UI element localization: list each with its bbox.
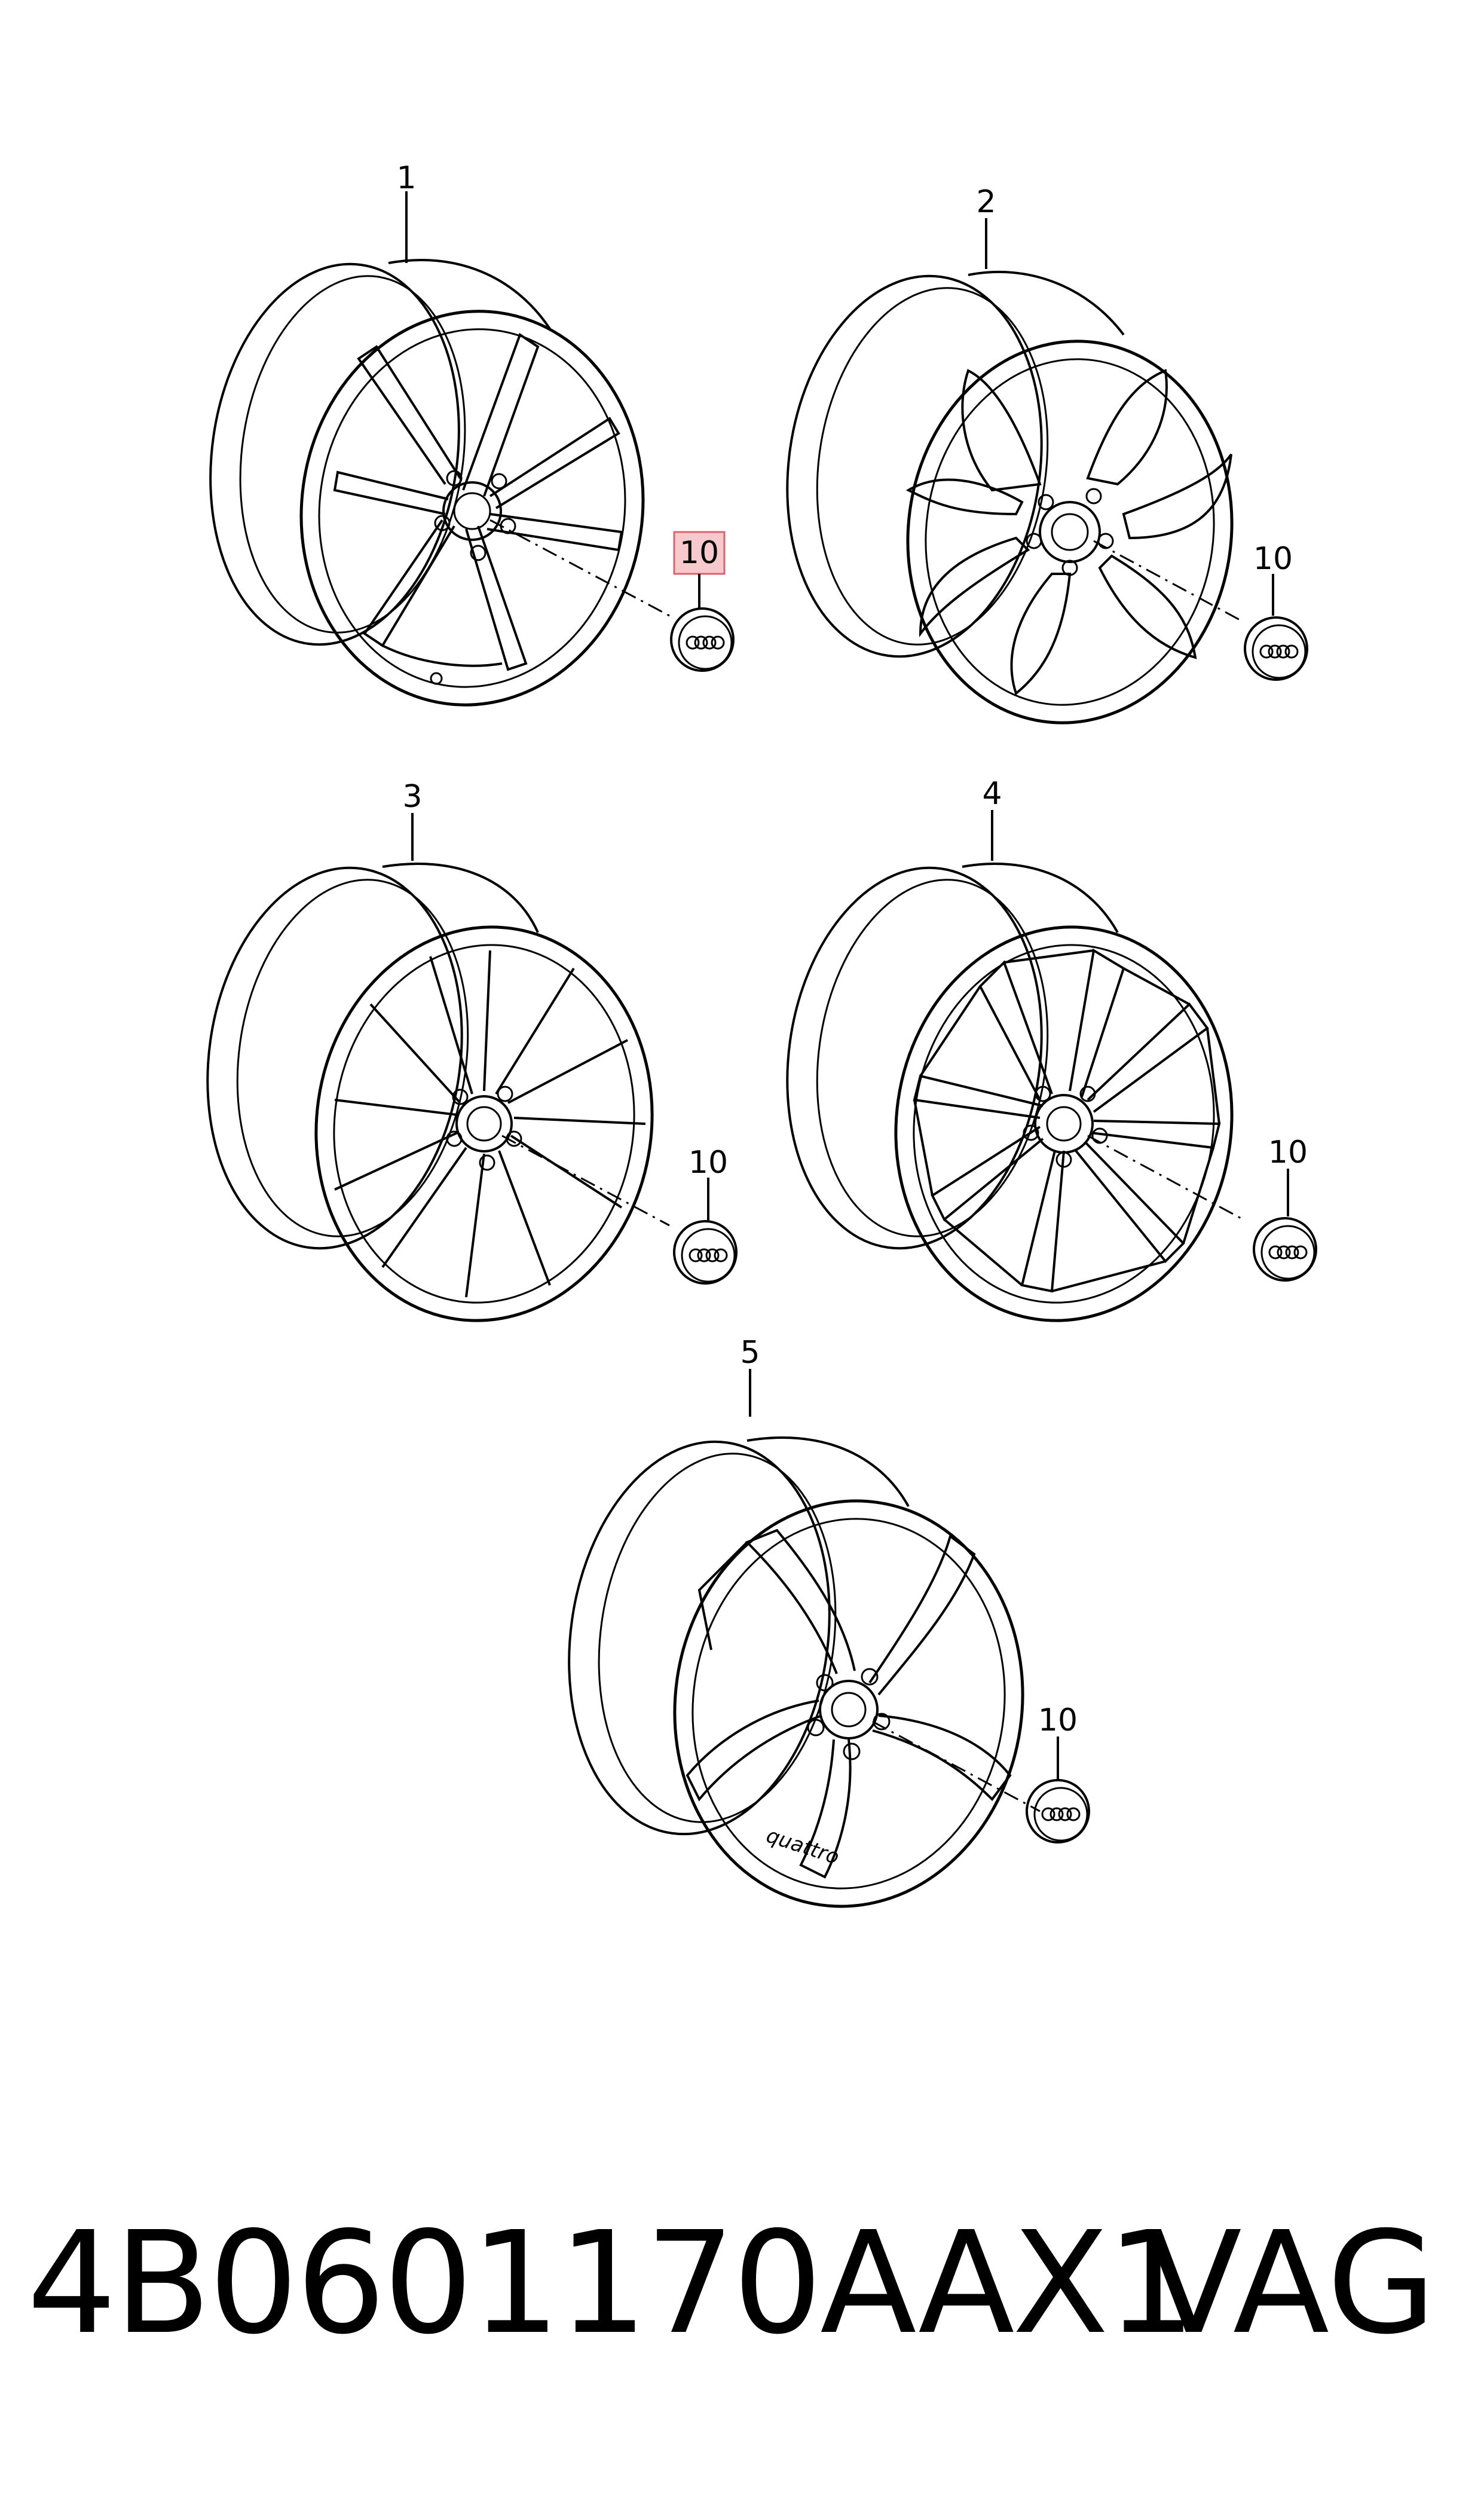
center-cap-4	[1253, 1169, 1317, 1282]
center-cap-2	[1244, 574, 1308, 681]
callout-cap-4[interactable]: 10	[1268, 1135, 1308, 1170]
callout-wheel-4: 4	[982, 776, 1002, 812]
callout-cap-5[interactable]: 10	[1038, 1702, 1078, 1738]
four-rings-logo-icon	[1268, 1245, 1308, 1259]
wheel-3	[206, 813, 670, 1322]
highlight-box	[673, 531, 726, 575]
wheel-4	[786, 810, 1244, 1322]
four-rings-logo-icon	[1041, 1807, 1081, 1821]
part-number: 4B0601170AAX1	[27, 2201, 1196, 2365]
center-cap-5	[1026, 1737, 1090, 1844]
four-rings-logo-icon	[1259, 644, 1299, 659]
callout-cap-3[interactable]: 10	[689, 1145, 728, 1181]
callout-wheel-5: 5	[740, 1335, 760, 1371]
wheel-2	[786, 218, 1244, 724]
brand-name: VAG	[1145, 2201, 1436, 2365]
callout-cap-1[interactable]: 10	[680, 535, 719, 571]
center-cap-1	[670, 531, 735, 672]
wheel-5: quattro	[568, 1369, 1041, 1908]
center-cap-3	[673, 1178, 738, 1285]
callout-cap-2[interactable]: 10	[1253, 541, 1293, 577]
wheel-1	[209, 191, 670, 707]
four-rings-logo-icon	[689, 1248, 728, 1262]
callout-wheel-3: 3	[402, 779, 422, 815]
four-rings-logo-icon	[686, 635, 725, 650]
callout-wheel-1: 1	[396, 160, 416, 196]
callout-wheel-2: 2	[976, 184, 996, 220]
